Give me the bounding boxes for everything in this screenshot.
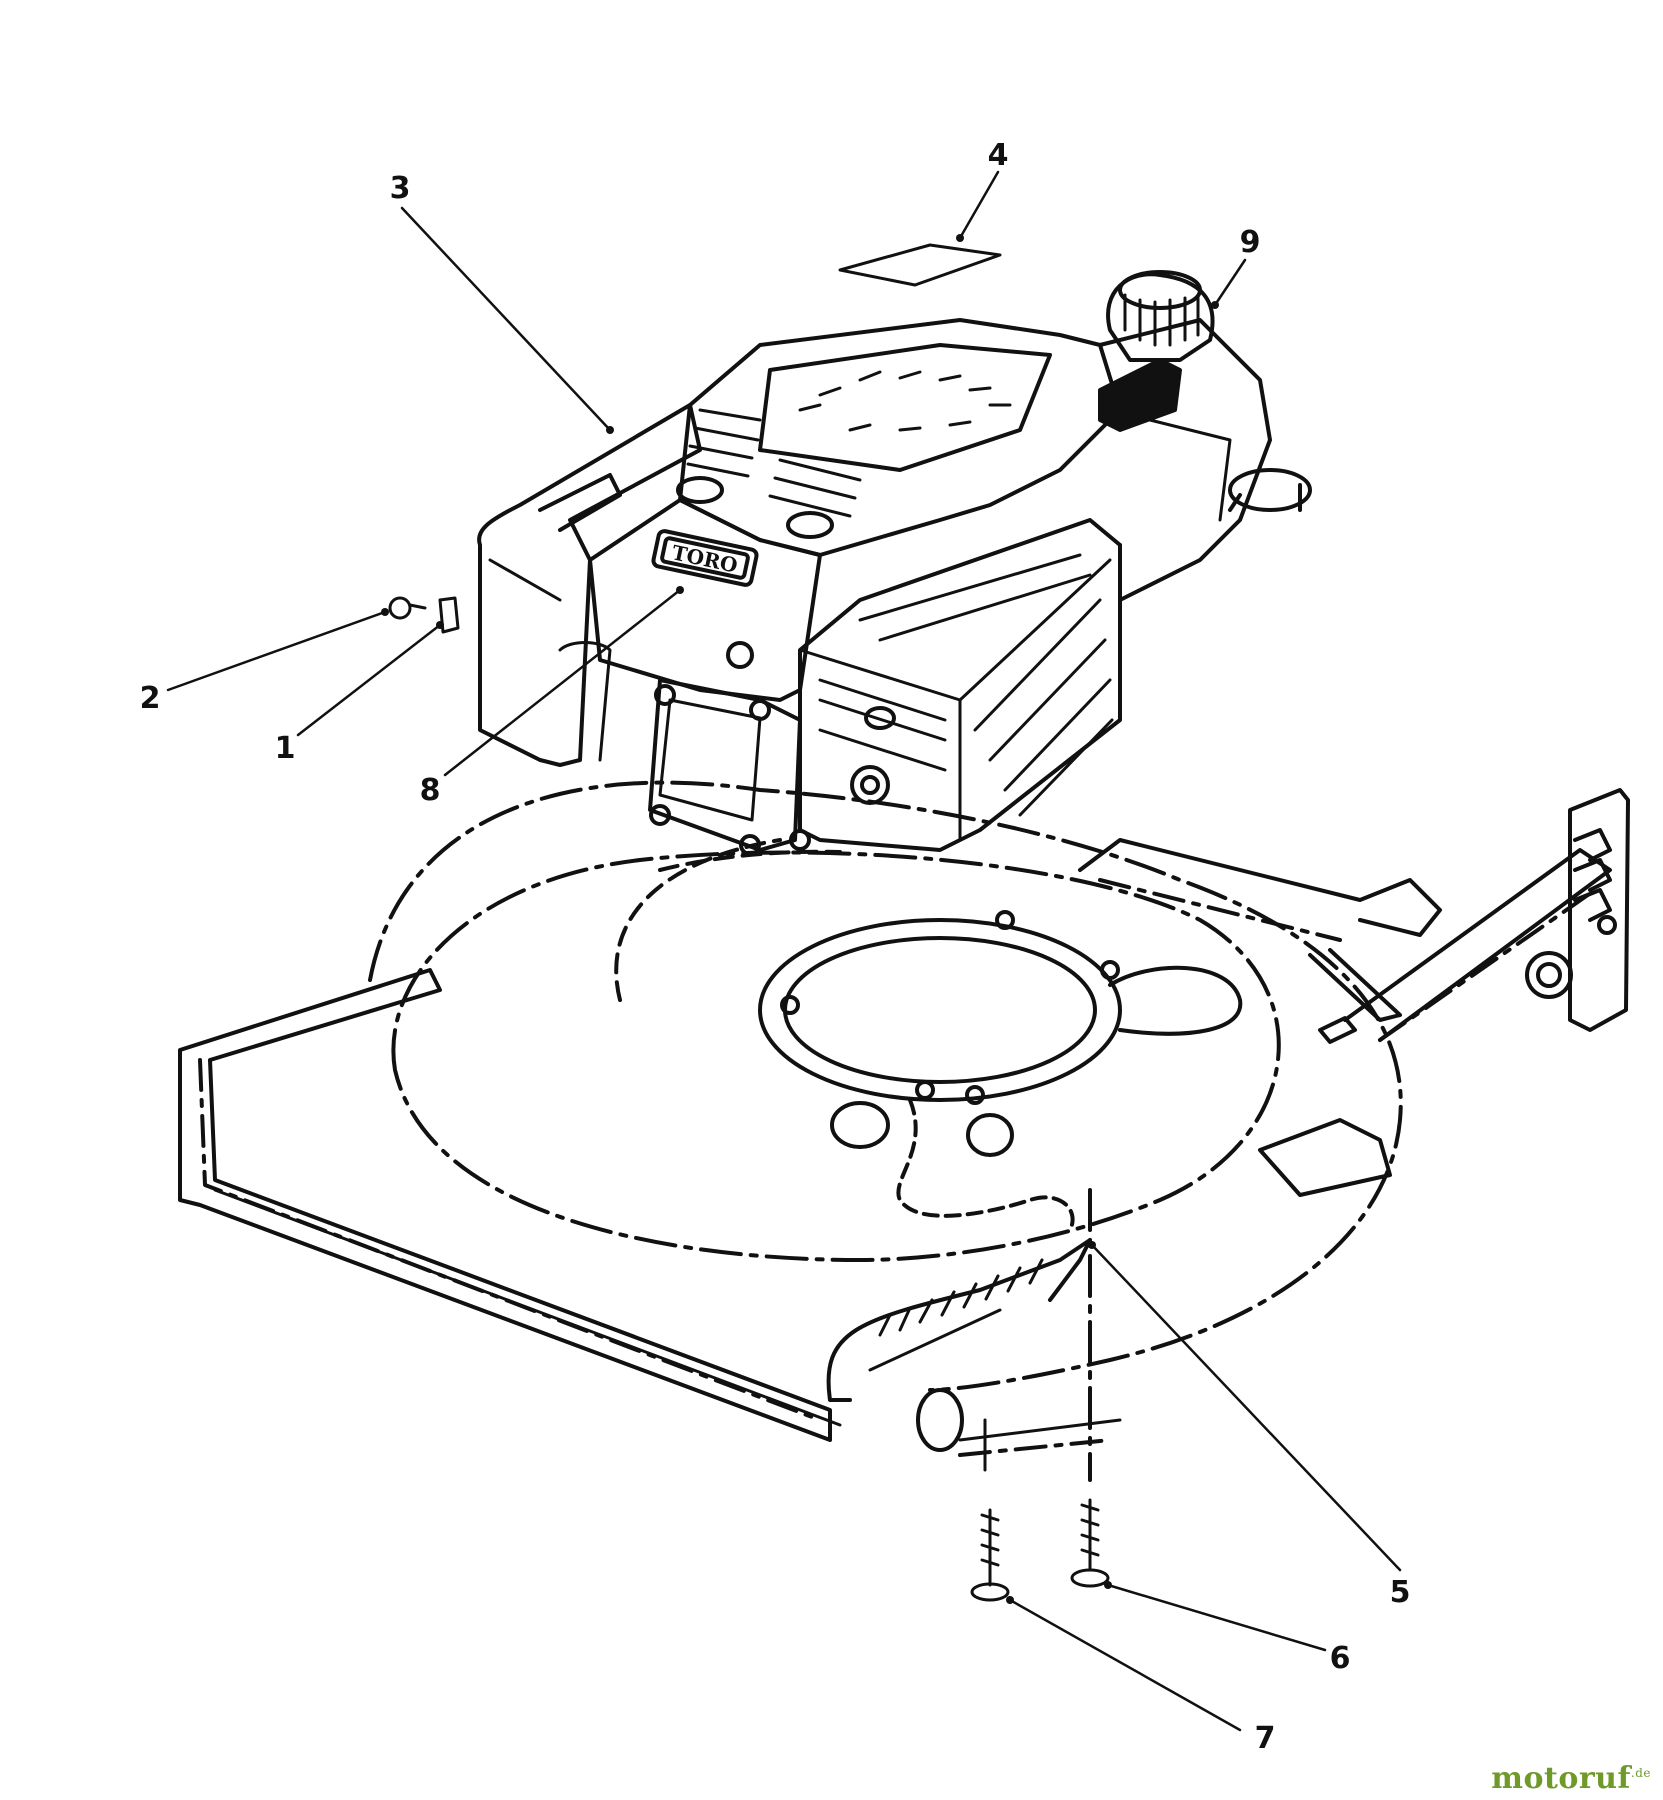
engine-assembly (477, 270, 1312, 856)
decal-sheet (838, 243, 1002, 287)
callout-2: 2 (140, 681, 161, 716)
clip-and-screw (388, 596, 460, 634)
callout-1: 1 (275, 731, 296, 766)
callout-5: 5 (1390, 1575, 1411, 1610)
callout-7: 7 (1255, 1721, 1276, 1756)
watermark-logo: motoruf.de (1491, 1761, 1651, 1796)
deck-screw-7 (970, 1508, 1010, 1602)
callout-6: 6 (1330, 1641, 1351, 1676)
watermark-name: motoruf (1491, 1761, 1631, 1796)
callout-4: 4 (988, 138, 1009, 173)
deck-screw-6 (1070, 1498, 1110, 1588)
callout-8: 8 (420, 773, 441, 808)
callout-9: 9 (1240, 225, 1261, 260)
leader-lines (166, 170, 1402, 1732)
watermark-suffix: .de (1630, 1766, 1651, 1780)
callout-3: 3 (390, 171, 411, 206)
mower-deck (178, 780, 1630, 1482)
